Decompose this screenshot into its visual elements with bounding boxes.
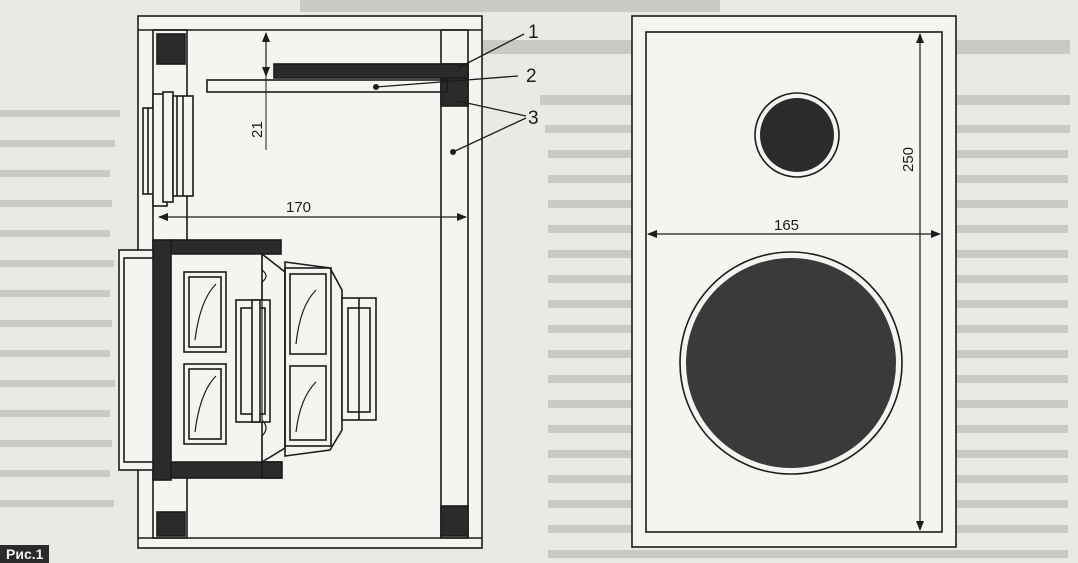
corner-block-bottom-front [156, 511, 186, 537]
callout-label-3: 3 [528, 108, 539, 129]
corner-block-bottom-rear [440, 505, 469, 537]
corner-block-top-front [156, 33, 186, 65]
dim-label-250: 250 [900, 147, 917, 172]
woofer-section [118, 239, 377, 481]
side-section-view [118, 15, 527, 549]
figure-label: Рис.1 [0, 545, 50, 563]
front-inner-outline [645, 31, 943, 533]
dim-label-170: 170 [286, 199, 311, 216]
callout-leader-3a [457, 100, 527, 117]
callout-leader-3b [452, 117, 527, 153]
dim-label-165: 165 [774, 217, 799, 234]
inner-shelf [206, 79, 448, 93]
callout-label-2: 2 [526, 66, 537, 87]
callout-label-1: 1 [528, 22, 539, 43]
damping-layer [273, 63, 469, 79]
front-view [631, 15, 957, 548]
callout-leader-1 [457, 33, 525, 69]
callout-leader-2 [375, 75, 519, 88]
dim-label-21: 21 [249, 121, 266, 138]
tweeter-section [142, 91, 194, 207]
